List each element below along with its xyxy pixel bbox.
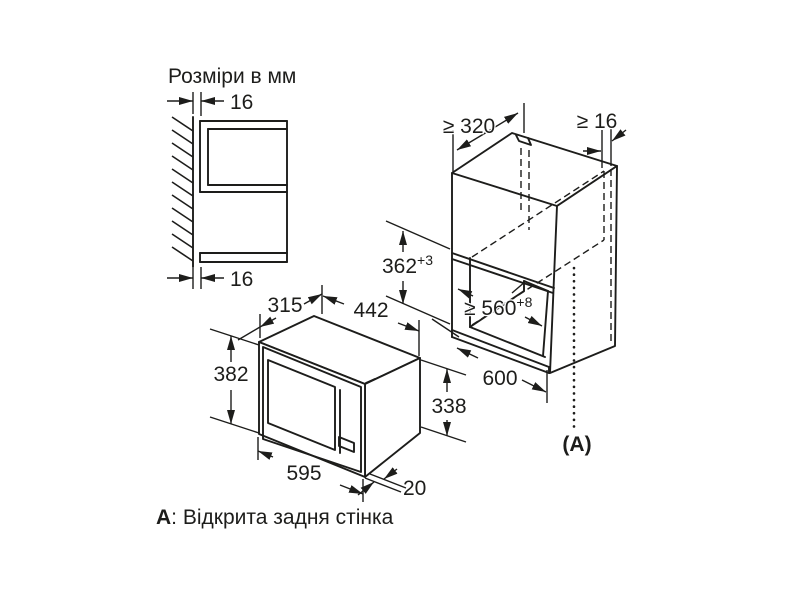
cabinet-top-notch (515, 134, 532, 146)
microwave-frame-inner-line (262, 346, 362, 473)
dimension-label-top-clearance: ≥ 320 (443, 115, 495, 138)
dimension-body-height-338: 338 (420, 359, 468, 443)
dimension-label-gap-top: 16 (230, 91, 253, 114)
dimension-overhang-20: 20 (357, 467, 428, 501)
microwave-display (338, 436, 355, 453)
dimension-label-body-height: 338 (431, 395, 466, 418)
dimension-body-width-442: 442 (322, 295, 420, 356)
dimension-label-niche-width: ≥ 560+8 (464, 294, 533, 320)
dimension-label-overhang: 20 (403, 477, 426, 500)
dimension-label-body-width: 442 (353, 299, 388, 322)
cabinet-front-and-niche (451, 172, 555, 374)
caption-text: : Відкрита задня стінка (171, 506, 393, 529)
dimension-top-clearance-320: ≥ 320 (442, 103, 525, 172)
dimension-label-gap-bottom: 16 (230, 268, 253, 291)
open-back-marker: (А) (562, 433, 591, 456)
cabinet-side-face (549, 165, 618, 374)
dimension-height-382: 382 (209, 328, 260, 434)
wall-hatch (171, 116, 194, 262)
dimension-label-width: 595 (286, 462, 321, 485)
cabinet-drawing: (А) ≥ 320 ≥ 16 362+3 (381, 103, 627, 457)
dimension-niche-width-560: ≥ 560+8 (457, 280, 543, 327)
dimension-label-depth: 315 (267, 294, 302, 317)
appliance-side-outline (199, 120, 288, 263)
microwave-frame-step (365, 378, 376, 384)
dimension-label-height: 382 (213, 363, 248, 386)
dimension-depth-315: 315 (237, 285, 323, 341)
niche-width-tolerance: +8 (516, 294, 532, 310)
side-view-drawing: 16 16 (167, 90, 288, 292)
dimension-rear-clearance-16: ≥ 16 (575, 109, 627, 168)
niche-width-value: ≥ 560 (464, 297, 516, 320)
microwave-door-window (267, 359, 336, 451)
dimension-niche-height-362: 362+3 (381, 220, 451, 325)
niche-height-tolerance: +3 (417, 252, 433, 268)
microwave-drawing: 382 315 442 338 (209, 285, 468, 502)
caption: А: Відкрита задня стінка (156, 506, 394, 529)
niche-height-value: 362 (382, 255, 417, 278)
dimension-label-cabinet-width: 600 (482, 367, 517, 390)
cabinet-hidden-edges (471, 148, 612, 344)
diagram-title: Розміри в мм (168, 65, 296, 88)
dimension-label-niche-height: 362+3 (382, 252, 433, 278)
dimension-gap-bottom: 16 (167, 267, 255, 292)
dimension-cabinet-width-600: 600 (431, 318, 548, 403)
dimension-width-595: 595 (257, 437, 364, 502)
dimension-gap-top: 16 (167, 90, 255, 116)
caption-marker-letter: А (156, 506, 171, 529)
dimension-label-rear-clearance: ≥ 16 (577, 110, 618, 133)
